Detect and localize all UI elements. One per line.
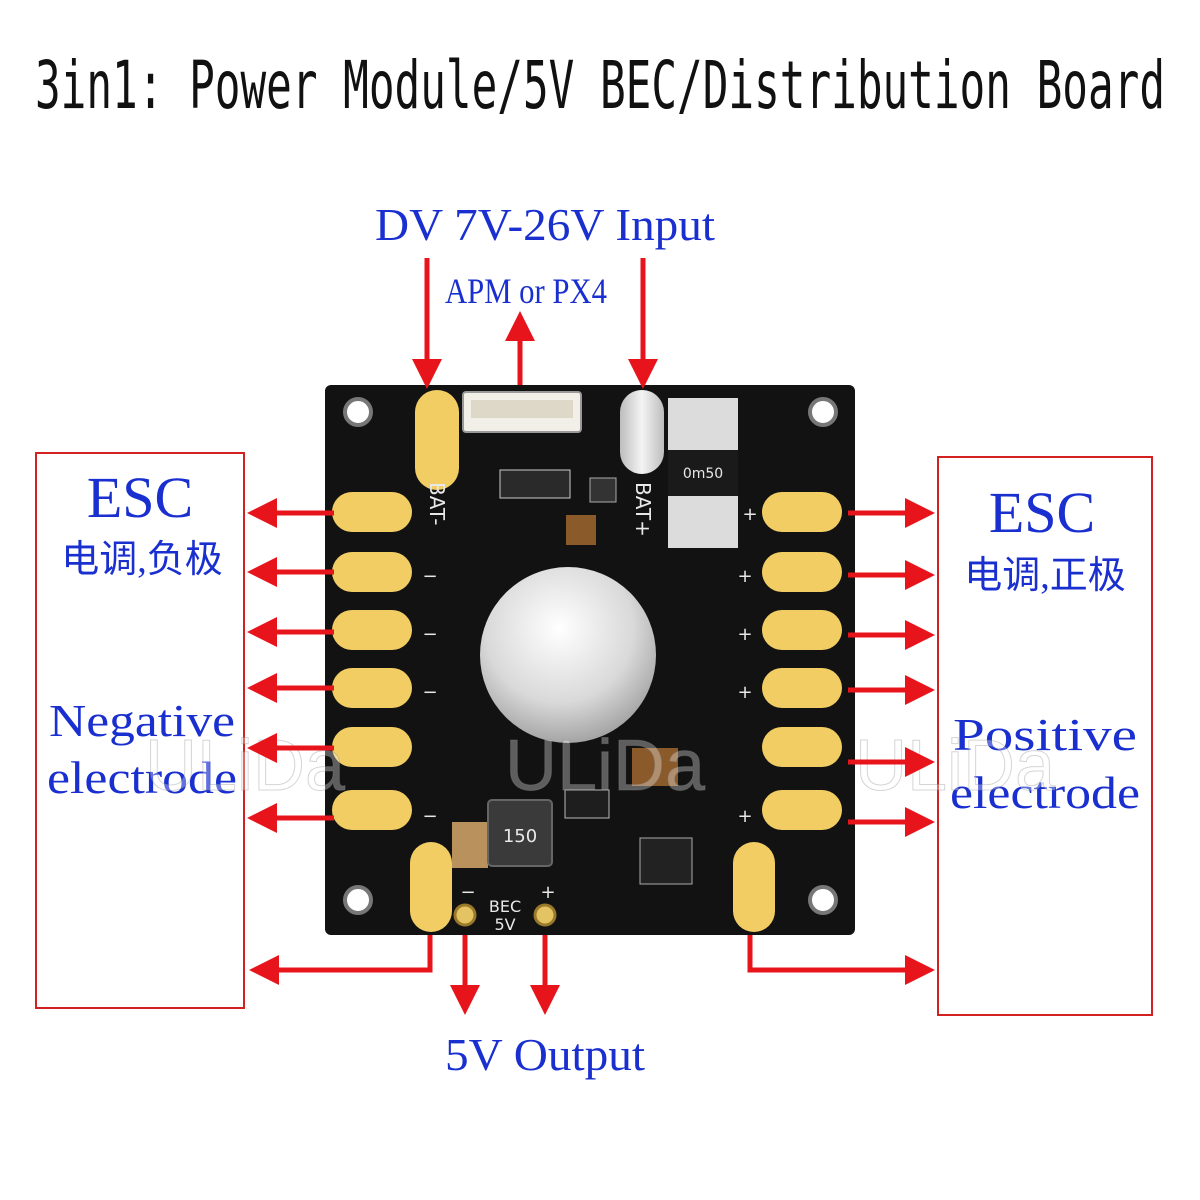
bat-negative-silk: BAT- <box>425 482 449 525</box>
svg-text:+: + <box>737 682 752 703</box>
svg-text:−: − <box>460 882 475 903</box>
esc-positive-pad-3 <box>762 610 842 650</box>
mount-hole-bottom-left <box>343 885 373 915</box>
svg-text:+: + <box>737 624 752 645</box>
arrows <box>247 258 935 1015</box>
esc-positive-chinese: 电调,正极 <box>964 555 1126 597</box>
bec-inductor <box>487 799 553 867</box>
output-voltage-label: 5V Output <box>445 1029 645 1080</box>
center-dome <box>480 567 656 743</box>
bottom-negative-pad <box>410 842 452 932</box>
esc-positive-pad-6 <box>762 790 842 830</box>
mount-hole-bottom-right <box>808 885 838 915</box>
bat-positive-pad <box>620 390 664 474</box>
svg-text:0m50: 0m50 <box>683 466 723 482</box>
esc-negative-pad-4 <box>332 668 412 708</box>
svg-text:+: + <box>737 566 752 587</box>
negative-label-line2: electrode <box>47 752 237 803</box>
svg-text:+: + <box>540 882 555 903</box>
esc-positive-pad-4 <box>762 668 842 708</box>
svg-text:+: + <box>737 806 752 827</box>
svg-text:−: − <box>422 624 437 645</box>
watermark-2: ULiDa <box>505 726 706 806</box>
bec-silk: BEC <box>489 897 521 916</box>
positive-label-line1: Positive <box>953 709 1137 760</box>
input-voltage-label: DV 7V-26V Input <box>375 199 715 250</box>
esc-negative-box: ESC 电调,负极 Negative electrode <box>35 452 245 1009</box>
esc-negative-pad-6 <box>332 790 412 830</box>
positive-label-line2: electrode <box>950 767 1140 818</box>
esc-positive-pad-2 <box>762 552 842 592</box>
svg-text:+: + <box>742 504 757 525</box>
pcb-board: 0m50 150 BAT- BAT+ BEC 5 <box>325 385 855 935</box>
svg-text:−: − <box>422 566 437 587</box>
esc-positive-heading: ESC <box>989 480 1095 545</box>
bec-negative-terminal <box>453 903 477 927</box>
mount-hole-top-left <box>343 397 373 427</box>
svg-text:150: 150 <box>503 826 537 847</box>
page-title: 3in1: Power Module/5V BEC/Distribution B… <box>35 47 1165 124</box>
esc-negative-chinese: 电调,负极 <box>61 539 223 581</box>
esc-negative-pad-5 <box>332 727 412 767</box>
esc-positive-pad-1 <box>762 492 842 532</box>
bottom-positive-pad <box>733 842 775 932</box>
esc-negative-pad-3 <box>332 610 412 650</box>
watermark-1: ULiDa <box>145 726 346 806</box>
esc-negative-heading: ESC <box>87 465 193 530</box>
negative-label-line1: Negative <box>49 695 235 746</box>
apm-px4-label: APM or PX4 <box>445 271 607 311</box>
arrow-bottom-right <box>747 935 935 985</box>
esc-positive-box: ESC 电调,正极 Positive electrode <box>937 456 1153 1016</box>
arrow-bottom-left <box>249 935 433 985</box>
bec-positive-terminal <box>533 903 557 927</box>
esc-negative-pad-1 <box>332 492 412 532</box>
bat-positive-silk: BAT+ <box>631 482 655 537</box>
svg-text:−: − <box>422 806 437 827</box>
svg-text:−: − <box>422 682 437 703</box>
mount-hole-top-right <box>808 397 838 427</box>
bec-voltage-silk: 5V <box>494 915 515 934</box>
esc-positive-pad-5 <box>762 727 842 767</box>
esc-negative-pad-2 <box>332 552 412 592</box>
bat-negative-pad <box>415 390 459 490</box>
watermark-3: ULiDa <box>855 726 1056 806</box>
